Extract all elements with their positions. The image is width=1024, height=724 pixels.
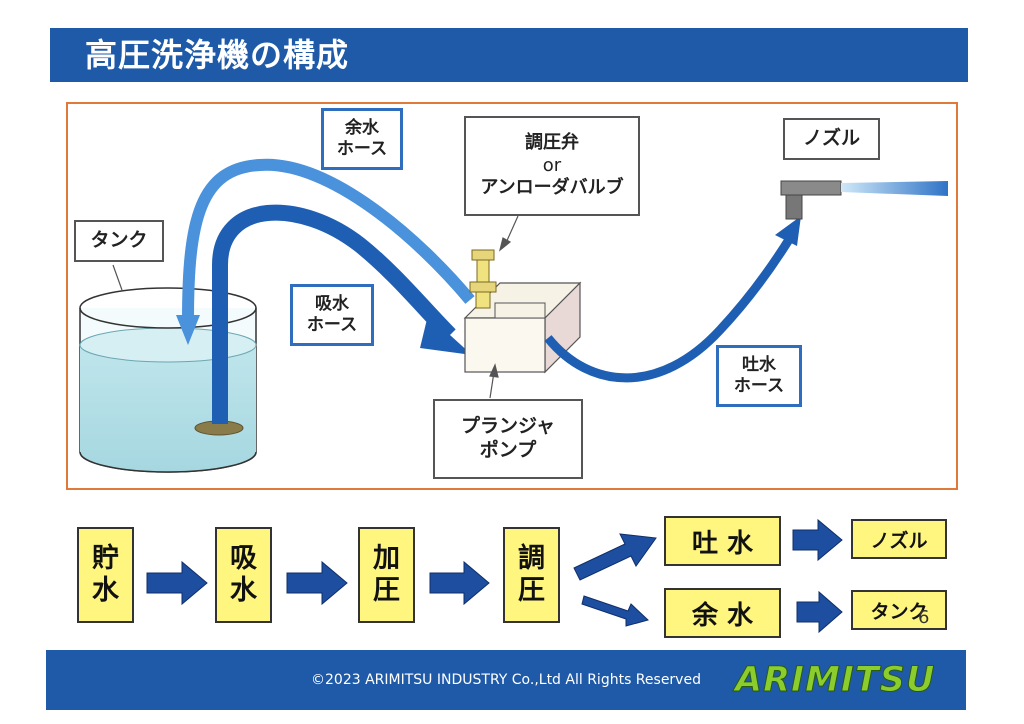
discharge-hose-label-line2: ホース: [733, 376, 785, 396]
flow-step-regulate-c2: 圧: [518, 575, 545, 606]
flow-step-pressurize-c1: 加: [373, 542, 400, 574]
copyright-text: ©2023 ARIMITSU INDUSTRY Co.,Ltd All Righ…: [311, 672, 701, 688]
regulator-label-line1: 調圧弁: [525, 132, 579, 154]
pump-label: プランジャ ポンプ: [433, 399, 583, 479]
suction-hose: [212, 204, 456, 424]
page-number: 6: [918, 607, 930, 628]
suction-hose-label: 吸水 ホース: [290, 284, 374, 346]
regulator-label-line3: アンローダバルブ: [480, 177, 624, 199]
regulator-valve: [469, 249, 497, 309]
regulator-label-line2: or: [542, 154, 562, 176]
flow-step-regulate-c1: 調: [518, 542, 545, 574]
nozzle-label: ノズル: [783, 118, 880, 160]
nozzle-label-text: ノズル: [802, 127, 860, 150]
pump-label-line2: ポンプ: [479, 439, 537, 461]
pump-label-line1: プランジャ: [460, 415, 556, 438]
diagram-frame: [66, 102, 958, 490]
return-hose-label-line1: 余水: [345, 117, 379, 138]
suction-hose-label-line1: 吸水: [315, 293, 349, 314]
flow-step-suction-c1: 吸: [230, 542, 257, 574]
return-hose-label: 余水 ホース: [321, 108, 403, 170]
discharge-hose: [544, 235, 794, 383]
tank-label-text: タンク: [90, 229, 148, 252]
return-hose-arrow: [176, 315, 200, 345]
flow-nozzle: ノズル: [851, 519, 947, 559]
leader-lines: [112, 215, 519, 399]
suction-hose-label-line2: ホース: [306, 315, 358, 335]
flow-tank-text: タンク: [870, 600, 928, 623]
page-title: 高圧洗浄機の構成: [85, 36, 350, 74]
footer-bar: [46, 650, 966, 710]
return-hose-label-line2: ホース: [336, 139, 388, 159]
flow-discharge: 吐 水: [664, 516, 781, 566]
flow-nozzle-text: ノズル: [870, 529, 928, 552]
flow-surplus-text: 余 水: [691, 600, 754, 631]
flow-step-storage-c1: 貯: [92, 542, 119, 574]
flow-step-storage: 貯 水: [77, 527, 134, 623]
flow-step-suction-c2: 水: [230, 575, 257, 606]
discharge-hose-label: 吐水 ホース: [716, 345, 802, 407]
flow-step-pressurize-c2: 圧: [373, 575, 400, 606]
tank-illustration: [79, 287, 257, 473]
flow-surplus: 余 水: [664, 588, 781, 638]
flow-arrows: [146, 518, 843, 634]
flow-step-regulate: 調 圧: [503, 527, 560, 623]
flow-step-suction: 吸 水: [215, 527, 272, 623]
discharge-hose-arrow: [775, 216, 801, 246]
arimitsu-logo: ARIMITSU: [734, 660, 936, 701]
flow-step-pressurize: 加 圧: [358, 527, 415, 623]
return-hose: [182, 158, 475, 321]
flow-discharge-text: 吐 水: [691, 528, 754, 559]
tank-label: タンク: [74, 220, 164, 262]
header-bar: [50, 28, 968, 82]
suction-hose-arrow: [420, 315, 472, 355]
discharge-hose-label-line1: 吐水: [742, 354, 776, 375]
nozzle-gun: [780, 180, 948, 220]
regulator-label: 調圧弁 or アンローダバルブ: [464, 116, 640, 216]
flow-tank: タンク: [851, 590, 947, 630]
flow-step-storage-c2: 水: [92, 575, 119, 606]
